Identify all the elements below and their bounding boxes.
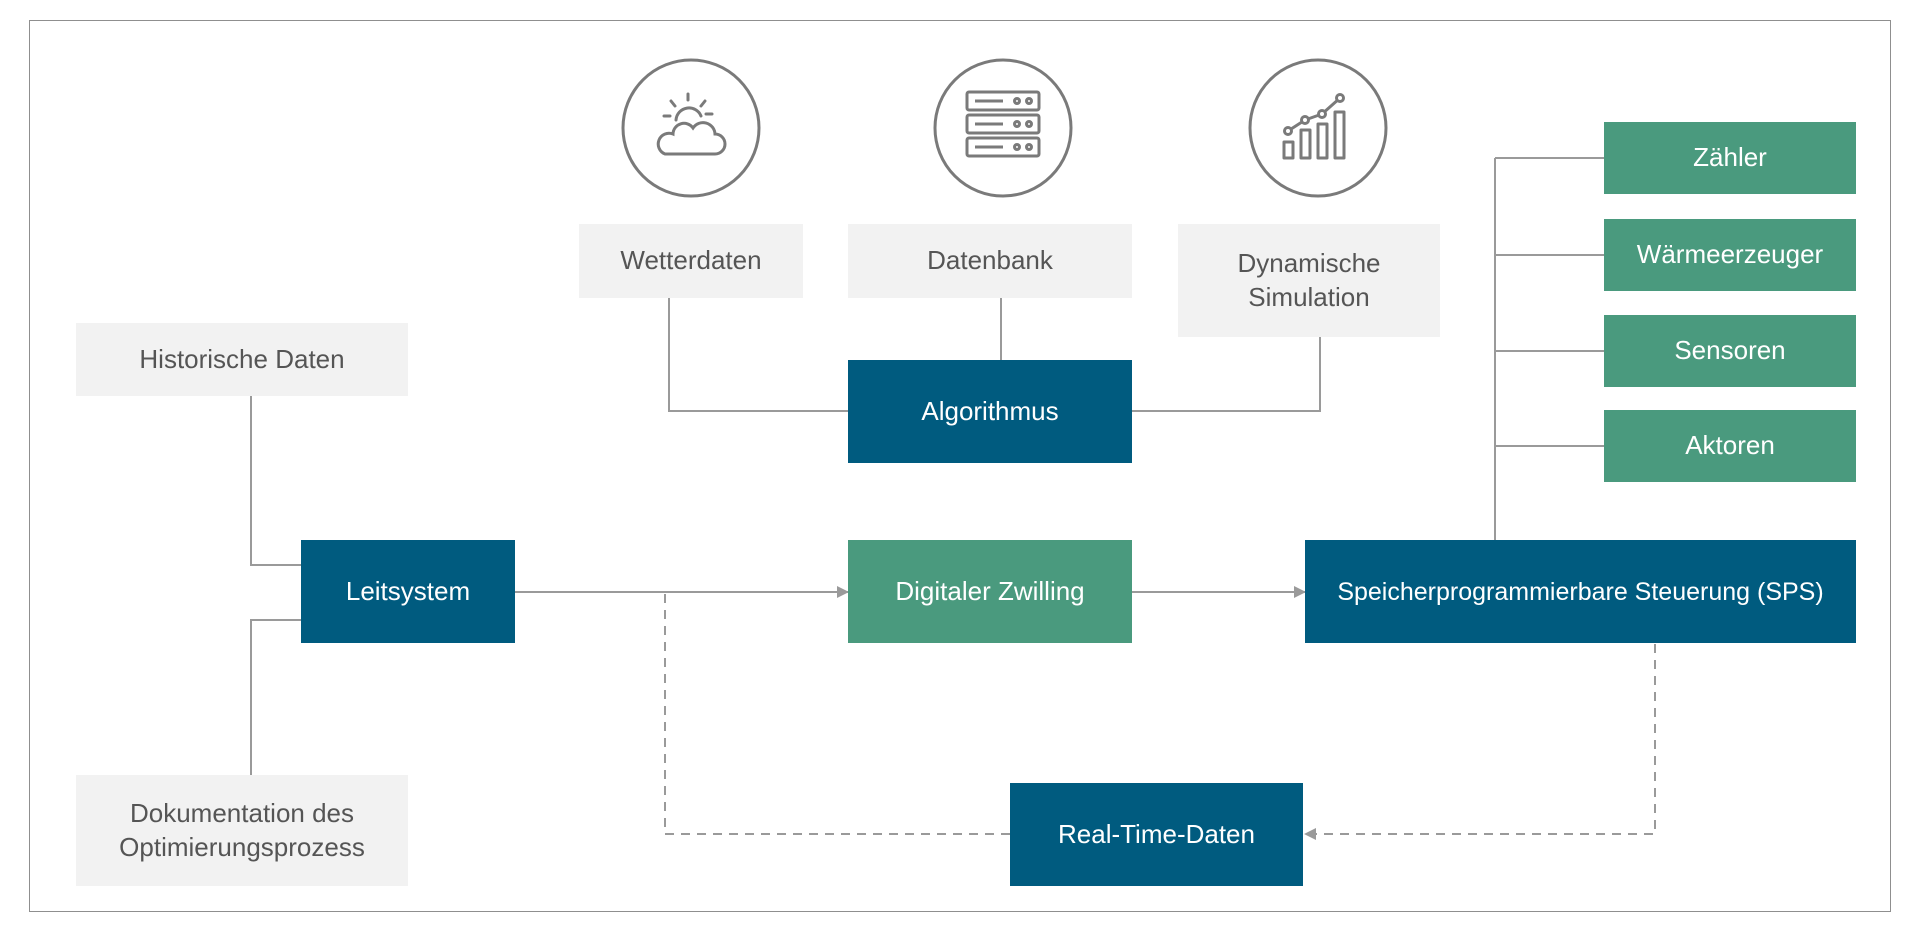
connector-simulation-algorithm [1132, 337, 1321, 412]
connector-weather-algorithm [668, 298, 848, 412]
device-zaehler: Zähler [1604, 122, 1856, 194]
device-aktoren: Aktoren [1604, 410, 1856, 482]
dashed-realtime-main [664, 592, 1010, 835]
device-zaehler-label: Zähler [1693, 142, 1767, 173]
device-sensoren-label: Sensoren [1674, 335, 1786, 366]
source-documentation-label: Dokumentation des Optimierungsprozess [119, 798, 365, 862]
connector-history-leitsystem [250, 396, 301, 566]
node-algorithm: Algorithmus [848, 360, 1132, 463]
device-aktoren-label: Aktoren [1685, 430, 1775, 461]
node-realtime-data: Real-Time-Daten [1010, 783, 1303, 886]
source-weather-label: Wetterdaten [620, 245, 762, 276]
source-simulation: Dynamische Simulation [1178, 224, 1440, 337]
source-weather: Wetterdaten [579, 224, 803, 298]
node-plc: Speicherprogrammierbare Steuerung (SPS) [1305, 540, 1856, 643]
node-control-system: Leitsystem [301, 540, 515, 643]
database-icon [933, 58, 1073, 198]
source-database: Datenbank [848, 224, 1132, 298]
source-history: Historische Daten [76, 323, 408, 396]
device-waermeerzeuger-label: Wärmeerzeuger [1636, 239, 1824, 270]
connector-documentation-leitsystem [250, 619, 301, 775]
chart-icon [1248, 58, 1388, 198]
node-control-system-label: Leitsystem [345, 575, 471, 606]
node-digital-twin-label: Digitaler Zwilling [895, 575, 1085, 606]
source-documentation: Dokumentation des Optimierungsprozess [76, 775, 408, 886]
weather-icon [621, 58, 761, 198]
device-sensoren: Sensoren [1604, 315, 1856, 387]
node-algorithm-label: Algorithmus [921, 395, 1059, 426]
source-history-label: Historische Daten [139, 343, 345, 374]
source-database-label: Datenbank [927, 245, 1053, 276]
node-digital-twin: Digitaler Zwilling [848, 540, 1132, 643]
node-realtime-data-label: Real-Time-Daten [1058, 818, 1255, 849]
device-waermeerzeuger: Wärmeerzeuger [1604, 219, 1856, 291]
diagram-frame [29, 20, 1891, 912]
source-simulation-label: Dynamische Simulation [1237, 248, 1381, 312]
node-plc-label: Speicherprogrammierbare Steuerung (SPS) [1337, 577, 1824, 606]
dashed-sps-realtime [1304, 644, 1656, 840]
